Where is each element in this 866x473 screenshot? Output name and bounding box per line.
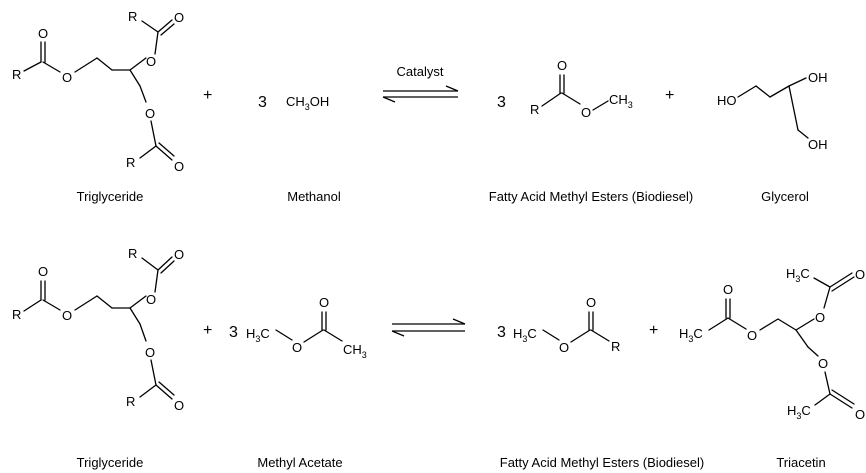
stoichiometric-coefficient: 3 (497, 94, 506, 111)
atom-o: O (146, 54, 156, 69)
reaction-1: R O O O R O O R (12, 9, 828, 204)
plus-sign: + (203, 322, 212, 339)
atom-oh: OH (808, 137, 828, 152)
atom-o: O (174, 10, 184, 25)
catalyst-label: Catalyst (397, 64, 444, 79)
atom-r: R (611, 339, 620, 354)
atom-o: O (174, 398, 184, 413)
atom-o: O (292, 340, 302, 355)
label-methanol: Methanol (287, 189, 341, 204)
svg-text:H3C: H3C (246, 326, 270, 344)
methanol-formula: CH3OH (286, 94, 329, 112)
svg-text:H3C: H3C (786, 266, 810, 284)
methyl-acetate-structure: H3C O O CH3 (246, 295, 367, 360)
atom-r: R (128, 246, 137, 261)
atom-r: R (12, 307, 21, 322)
atom-r: R (128, 9, 137, 24)
fame-structure-2: H3C O O R (513, 295, 620, 355)
triglyceride-structure-1: R O O O R O O R (12, 9, 184, 174)
plus-sign: + (203, 87, 212, 104)
glycerol-structure: HO OH OH (717, 70, 828, 152)
atom-r: R (530, 102, 539, 117)
atom-o: O (62, 308, 72, 323)
atom-o: O (855, 267, 865, 282)
svg-text:H3C: H3C (787, 403, 811, 421)
atom-o: O (815, 310, 825, 325)
atom-r: R (126, 394, 135, 409)
stoichiometric-coefficient: 3 (258, 94, 267, 111)
label-triacetin: Triacetin (776, 455, 825, 470)
stoichiometric-coefficient: 3 (497, 324, 506, 341)
plus-sign: + (649, 322, 658, 339)
atom-o: O (174, 247, 184, 262)
label-glycerol: Glycerol (761, 189, 809, 204)
atom-o: O (855, 407, 865, 422)
atom-o: O (559, 340, 569, 355)
atom-o: O (319, 295, 329, 310)
stoichiometric-coefficient: 3 (229, 324, 238, 341)
atom-o: O (747, 328, 757, 343)
atom-r: R (126, 155, 135, 170)
atom-r: R (12, 67, 21, 82)
atom-o: O (145, 345, 155, 360)
atom-o: O (586, 295, 596, 310)
atom-ho: HO (717, 93, 737, 108)
atom-o: O (723, 282, 733, 297)
atom-o: O (145, 106, 155, 121)
equilibrium-arrow-2 (391, 318, 466, 337)
atom-o: O (146, 292, 156, 307)
label-triglyceride: Triglyceride (77, 189, 144, 204)
reaction-2: R O O O R O O R O (12, 246, 865, 470)
svg-text:H3C: H3C (513, 326, 537, 344)
atom-o: O (38, 264, 48, 279)
atom-o: O (557, 58, 567, 73)
label-fame: Fatty Acid Methyl Esters (Biodiesel) (500, 455, 704, 470)
svg-text:CH3: CH3 (609, 92, 633, 110)
equilibrium-arrow-1 (382, 85, 459, 103)
atom-o: O (38, 26, 48, 41)
svg-text:CH3: CH3 (343, 342, 367, 360)
label-methyl-acetate: Methyl Acetate (257, 455, 342, 470)
label-fame: Fatty Acid Methyl Esters (Biodiesel) (489, 189, 693, 204)
atom-o: O (62, 70, 72, 85)
atom-o: O (818, 356, 828, 371)
triacetin-structure: H3C O O O H3C O O H3C O (679, 266, 865, 422)
label-triglyceride: Triglyceride (77, 455, 144, 470)
atom-o: O (174, 159, 184, 174)
svg-text:H3C: H3C (679, 326, 703, 344)
atom-oh: OH (808, 70, 828, 85)
atom-o: O (581, 105, 591, 120)
triglyceride-structure-2: R O O O R O O R O (12, 246, 184, 413)
fame-structure-1: R O O CH3 (530, 58, 633, 120)
plus-sign: + (665, 87, 674, 104)
